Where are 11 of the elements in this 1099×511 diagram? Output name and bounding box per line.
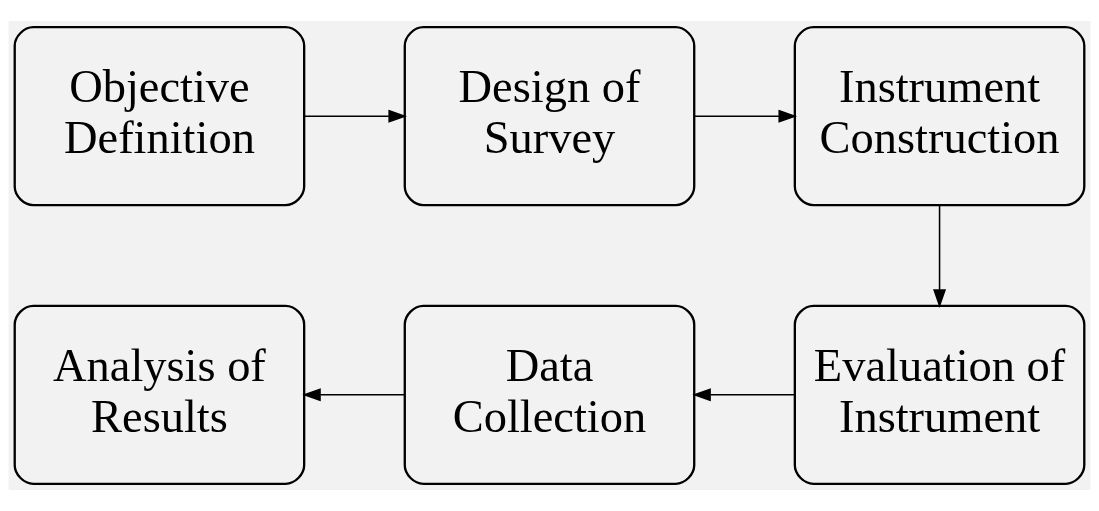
arrow (933, 204, 947, 308)
node-box: Evaluation of Instrument (793, 304, 1086, 485)
arrow (692, 388, 796, 402)
arrow (303, 109, 407, 123)
arrow (693, 109, 798, 123)
node-box: Design of Survey (403, 26, 696, 207)
arrow (302, 388, 406, 402)
node-box: Analysis of Results (13, 304, 306, 485)
node-box: Instrument Construction (793, 26, 1086, 207)
node-box: Objective Definition (13, 26, 306, 207)
node-box: Data Collection (403, 304, 696, 485)
